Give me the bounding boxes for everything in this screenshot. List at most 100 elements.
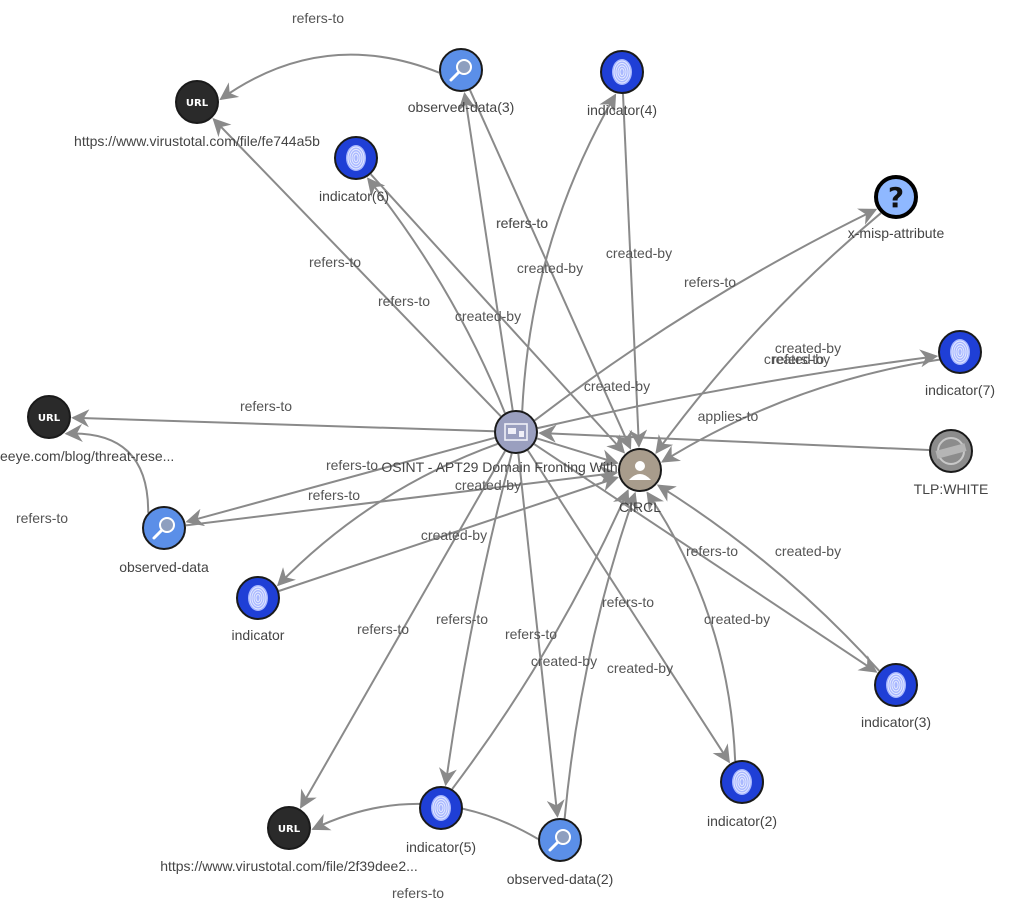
svg-text:URL: URL [278, 824, 301, 835]
edge-ind6-created-by-circl[interactable] [370, 173, 626, 454]
edge-label: refers-to [16, 510, 68, 526]
edge-ind3-created-by-circl[interactable] [656, 484, 880, 672]
magnifier-icon [152, 517, 175, 540]
node-label: OSINT - APT29 Domain Fronting With TOR [381, 459, 650, 475]
edge-label: refers-to [378, 293, 430, 309]
edge-report-refers-to-ind2[interactable] [527, 449, 730, 764]
edge-xmisp-created-by-circl[interactable] [655, 212, 882, 454]
node-label: observed-data(3) [408, 99, 515, 115]
edge-label: refers-to [496, 215, 548, 231]
edge-report-refers-to-od2[interactable] [517, 453, 565, 818]
node-ind1[interactable]: indicator [232, 576, 285, 643]
attribute-node-circle[interactable] [874, 175, 918, 219]
edge-od1-created-by-circl[interactable] [185, 465, 618, 527]
url-icon: URL [186, 98, 209, 109]
edge-label: created-by [704, 611, 770, 627]
fingerprint-icon [950, 339, 970, 365]
node-od1[interactable]: observed-data [119, 506, 209, 575]
fingerprint-icon [732, 769, 752, 795]
edge-label: refers-to [357, 621, 409, 637]
node-ind6[interactable]: indicator(6) [319, 136, 389, 204]
edge-label: refers-to [309, 254, 361, 270]
edge-label: created-by [531, 653, 597, 669]
edge-od3-created-by-circl[interactable] [469, 89, 632, 450]
edge-ind1-created-by-circl[interactable] [278, 474, 619, 592]
edge-label: created-by [606, 245, 672, 261]
edge-label: refers-to [684, 274, 736, 290]
node-label: indicator(2) [707, 813, 777, 829]
node-label: x-misp-attribute [848, 225, 945, 241]
edge-report-refers-to-xmisp[interactable] [534, 208, 878, 422]
svg-text:?: ? [888, 181, 904, 214]
edge-report-refers-to-ind3[interactable] [533, 443, 878, 673]
node-od3[interactable]: observed-data(3) [408, 48, 515, 115]
edge-label: refers-to [392, 885, 444, 901]
edge-label: refers-to [772, 351, 824, 367]
node-url3[interactable]: URLhttps://www.virustotal.com/file/2f39d… [160, 806, 418, 874]
edge-label: applies-to [698, 408, 759, 424]
magnifier-icon [548, 829, 571, 852]
edge-report-refers-to-ind6[interactable] [366, 177, 506, 414]
edge-label: refers-to [292, 10, 344, 26]
edge-label: created-by [517, 260, 583, 276]
node-label: observed-data(2) [507, 871, 614, 887]
url-node-circle[interactable] [175, 80, 219, 124]
edge-report-refers-to-url2[interactable] [71, 409, 495, 433]
edge-report-refers-to-ind5[interactable] [439, 453, 513, 787]
node-label: indicator(7) [925, 382, 995, 398]
question-icon: ? [888, 181, 904, 214]
node-report[interactable]: OSINT - APT29 Domain Fronting With TOR [381, 410, 651, 475]
nodes-layer: OSINT - APT29 Domain Fronting With TORCI… [0, 48, 995, 887]
url-node-circle[interactable] [27, 395, 71, 439]
node-od2[interactable]: observed-data(2) [507, 818, 614, 887]
edge-od1-refers-to-url2[interactable] [64, 423, 150, 513]
edge-label: created-by [775, 340, 841, 356]
edge-label: created-by [607, 660, 673, 676]
edge-label: created-by [775, 543, 841, 559]
node-xmisp[interactable]: ? x-misp-attribute [848, 175, 945, 241]
report-icon [504, 423, 528, 441]
node-label: eeye.com/blog/threat-rese... [0, 448, 174, 464]
edge-report-refers-to-url3[interactable] [300, 450, 506, 809]
edge-report-refers-to-ind4[interactable] [521, 93, 617, 411]
edge-od3-refers-to-url1[interactable] [219, 53, 440, 101]
edge-label: refers-to [326, 457, 378, 473]
edges-layer [64, 53, 940, 840]
magnifier-icon [449, 59, 472, 82]
node-ind3[interactable]: indicator(3) [861, 663, 931, 730]
url-node-circle[interactable] [267, 806, 311, 850]
identity-icon [629, 461, 651, 480]
node-url1[interactable]: URLhttps://www.virustotal.com/file/fe744… [74, 80, 320, 149]
edge-label: created-by [455, 308, 521, 324]
fingerprint-icon [431, 795, 451, 821]
edge-tlp-applies-to-report[interactable] [538, 424, 930, 452]
edge-label: refers-to [602, 594, 654, 610]
node-ind2[interactable]: indicator(2) [707, 760, 777, 829]
node-circl[interactable]: CIRCL [618, 448, 662, 515]
edge-ind7-created-by-circl[interactable] [660, 358, 940, 463]
edge-label: created-by [421, 527, 487, 543]
marking-icon [935, 437, 967, 465]
node-tlp[interactable]: TLP:WHITE [914, 429, 989, 497]
node-label: indicator(4) [587, 102, 657, 118]
node-ind5[interactable]: indicator(5) [406, 786, 476, 855]
edge-od2-created-by-circl[interactable] [563, 491, 639, 819]
edge-report-refers-to-od1[interactable] [185, 436, 496, 527]
edge-labels-layer: refers-to refers-to refers-to refers-to refe… [16, 10, 841, 901]
node-ind4[interactable]: indicator(4) [587, 50, 657, 118]
url-icon: URL [278, 824, 301, 835]
fingerprint-icon [248, 585, 268, 611]
edge-ind4-created-by-circl[interactable] [621, 93, 648, 448]
edge-report-refers-to-od3[interactable] [458, 91, 514, 411]
node-url2[interactable]: URLeeye.com/blog/threat-rese... [0, 395, 174, 464]
edge-label: refers-to [496, 215, 548, 231]
edge-report-refers-to-url1[interactable] [212, 117, 502, 417]
edge-ind2-created-by-circl[interactable] [646, 491, 737, 762]
edge-ind5-created-by-circl[interactable] [451, 489, 630, 790]
node-label: indicator(5) [406, 839, 476, 855]
edge-label: refers-to [240, 398, 292, 414]
node-ind7[interactable]: indicator(7) [925, 330, 995, 398]
edge-label: created-by [584, 378, 650, 394]
node-label: indicator(6) [319, 188, 389, 204]
